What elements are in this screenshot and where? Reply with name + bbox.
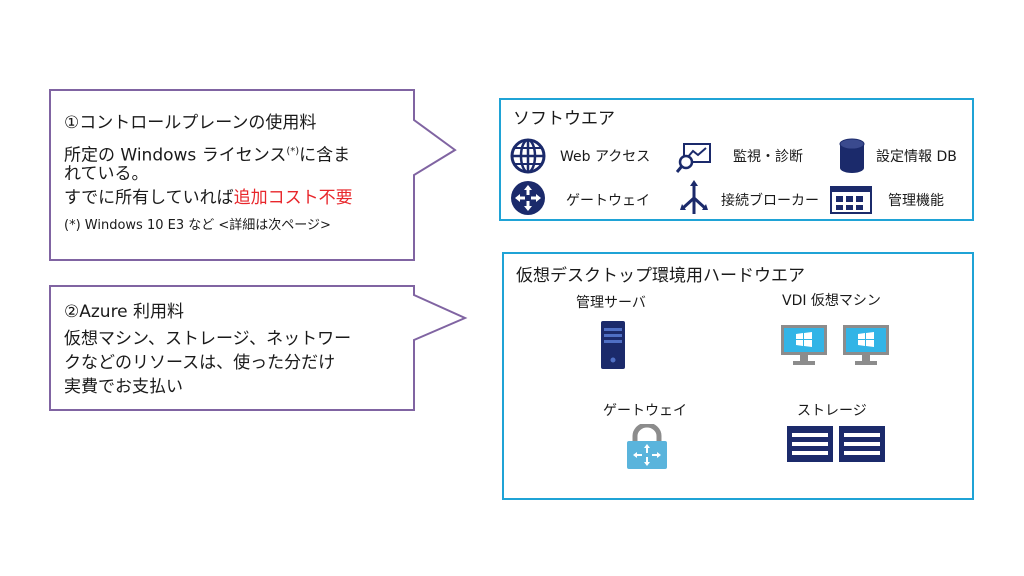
lock-icon	[627, 424, 667, 469]
callout-2-line1: 仮想マシン、ストレージ、ネットワー	[64, 329, 352, 349]
software-panel	[499, 98, 974, 221]
sw-label-web-access: Web アクセス	[560, 149, 651, 165]
callout-1-line1b: に含ま	[299, 145, 351, 166]
callout-2-line2: クなどのリソースは、使った分だけ	[64, 353, 336, 373]
dashboard-icon	[830, 186, 872, 214]
storage-icon	[839, 426, 885, 462]
monitor-chart-icon	[676, 143, 711, 173]
callout-1-line3: すでに所有していれば追加コスト不要	[64, 187, 353, 209]
storage-icon	[787, 426, 833, 462]
hw-label-storage: ストレージ	[797, 403, 867, 419]
callout-1-shape	[49, 89, 457, 261]
router-icon	[511, 181, 545, 215]
highlight-no-extra-cost: 追加コスト不要	[233, 188, 353, 208]
hw-label-gateway: ゲートウェイ	[603, 403, 687, 419]
sw-label-connection-broker: 接続ブローカー	[721, 193, 819, 209]
software-title: ソフトウエア	[513, 109, 615, 129]
sw-label-monitoring: 監視・診断	[733, 149, 803, 165]
vm-icon	[781, 325, 827, 365]
server-icon	[601, 321, 625, 369]
callout-2-line3: 実費でお支払い	[64, 377, 183, 397]
hardware-title: 仮想デスクトップ環境用ハードウエア	[516, 266, 805, 286]
hardware-panel	[502, 252, 974, 500]
callout-1-line1a: 所定の Windows ライセンス	[64, 145, 287, 166]
globe-icon	[510, 138, 546, 174]
callout-1-line3a: すでに所有していれば	[64, 188, 234, 208]
sw-label-gateway: ゲートウェイ	[566, 193, 650, 209]
database-icon	[839, 138, 865, 173]
sw-label-config-db: 設定情報 DB	[876, 149, 957, 165]
hw-label-mgmt-server: 管理サーバ	[576, 295, 646, 311]
hw-label-vdi-vm: VDI 仮想マシン	[782, 293, 881, 309]
callout-1-line1: 所定の Windows ライセンス(*)に含ま	[64, 141, 350, 167]
vm-icon	[843, 325, 889, 365]
callout-2-shape	[49, 285, 468, 411]
footnote-mark: (*)	[286, 146, 300, 157]
callout-1-line2: れている。	[64, 164, 149, 184]
broker-icon	[680, 180, 708, 214]
callout-1-note: (*) Windows 10 E3 など <詳細は次ページ>	[64, 218, 331, 233]
sw-label-management: 管理機能	[888, 193, 944, 209]
callout-1-title: ①コントロールプレーンの使用料	[64, 113, 317, 133]
callout-2-title: ②Azure 利用料	[64, 302, 185, 322]
